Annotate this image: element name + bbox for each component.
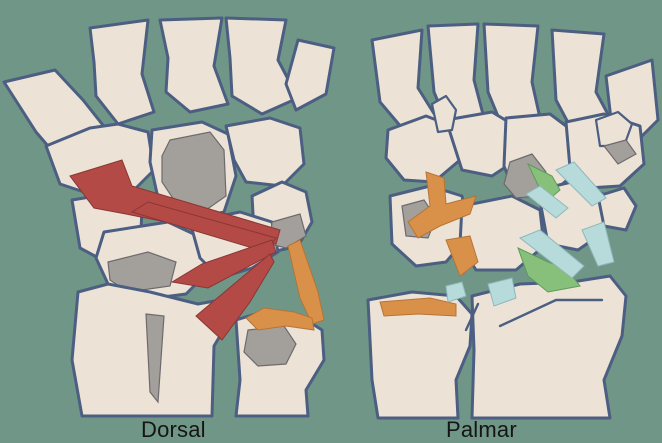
dorsal-metacarpal-2 [226,18,298,114]
palmar-wrist [368,24,658,418]
dorsal-distal-radioulnar-ligament [246,308,314,330]
dorsal-metacarpal-3 [160,18,228,112]
dorsal-trapezoid [226,118,304,186]
dorsal-wrist [4,18,334,416]
dorsal-metacarpal-4 [90,20,154,124]
dorsal-metacarpal-1 [286,40,334,110]
dorsal-radius-cartilage [244,326,296,366]
palmar-radial-styloid-ligament [446,282,466,302]
palmar-metacarpal-1 [372,30,438,128]
caption-palmar: Palmar [446,418,517,442]
caption-dorsal: Dorsal [141,418,206,442]
dorsal-radial-collateral-ligament [288,240,324,324]
